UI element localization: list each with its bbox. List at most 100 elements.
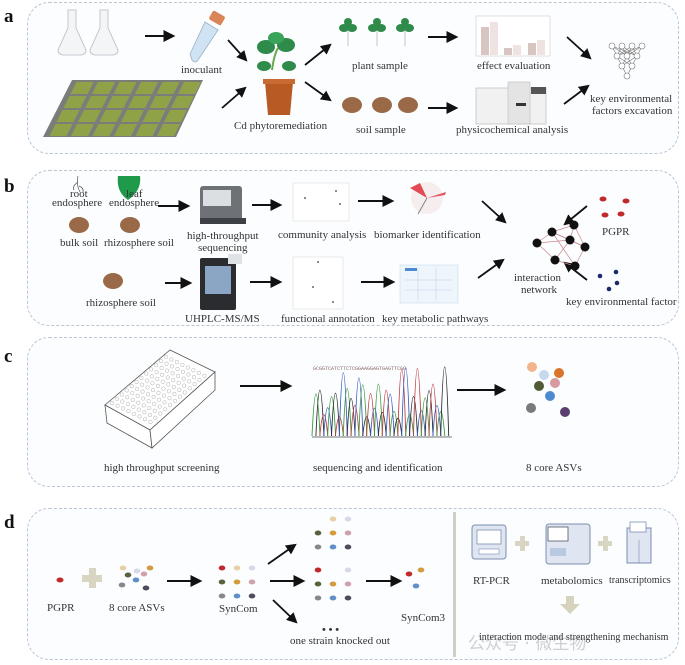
chromatogram-peak	[311, 393, 321, 437]
microplate-well	[176, 380, 181, 385]
chromatogram-peak	[354, 377, 364, 437]
panel-b	[27, 170, 679, 326]
seedling-leaf	[401, 18, 409, 26]
label-transcriptomics: transcriptomics	[609, 575, 671, 586]
neural-network-icon	[608, 42, 646, 80]
label-one-strain-knocked-out: one strain knocked out	[290, 635, 390, 647]
asv-dot	[118, 582, 126, 588]
asv-dot	[534, 381, 544, 391]
microplate-well	[153, 415, 158, 420]
microplate-well	[191, 375, 196, 380]
microplate-well	[109, 401, 114, 406]
chromatogram-peak	[377, 412, 387, 437]
microplate-well	[202, 373, 207, 378]
pgpr-dot	[56, 577, 64, 583]
field-plot	[121, 110, 144, 122]
chromatogram-peak	[401, 367, 411, 437]
microplate-well	[196, 371, 201, 376]
microplate-well	[152, 408, 157, 413]
microplate-well	[157, 404, 162, 409]
label-rt-pcr: RT-PCR	[473, 575, 510, 587]
microplate-well	[136, 407, 141, 412]
arrow	[477, 258, 505, 279]
nn-node	[623, 72, 631, 80]
chromatogram-peak	[393, 417, 403, 437]
syncom3-dot	[412, 583, 420, 589]
soil-icon	[69, 217, 140, 289]
microplate-well	[135, 386, 140, 391]
leaf-icon	[117, 176, 141, 200]
chromatogram-peak	[385, 394, 395, 437]
panel-b-label: b	[4, 176, 15, 197]
microplate-well	[142, 417, 147, 422]
label-syncom: SynCom	[219, 603, 258, 615]
field-plot	[135, 82, 158, 94]
microplate-well	[158, 411, 163, 416]
microplate-well	[135, 393, 140, 398]
flask-icon	[57, 9, 119, 56]
strain-dot	[329, 595, 337, 601]
label-8-core-asvs-d: 8 core ASVs	[109, 602, 165, 614]
chromatogram-peak	[432, 405, 442, 437]
nn-node	[613, 52, 621, 60]
nn-node	[628, 42, 636, 50]
field-plot	[157, 124, 180, 136]
syncom3-dot	[405, 571, 413, 577]
inoculant-tube-icon	[189, 10, 225, 63]
microplate-well	[182, 383, 187, 388]
microplate-well	[166, 389, 171, 394]
microplate-well	[119, 392, 124, 397]
microplate-well	[144, 371, 149, 376]
microplate-well	[177, 394, 182, 399]
network-node	[569, 220, 579, 230]
field-plot	[142, 110, 166, 122]
network-node	[532, 238, 542, 248]
label-functional-annotation: functional annotation	[281, 313, 375, 325]
field-plot	[92, 82, 115, 94]
nn-node	[638, 42, 646, 50]
label-rhizosphere-soil-bottom: rhizosphere soil	[86, 297, 156, 309]
asv-dot	[550, 378, 560, 388]
arrow	[267, 543, 297, 565]
microplate-well	[187, 379, 192, 384]
asv-dot	[124, 572, 132, 578]
microplate-well	[160, 372, 165, 377]
chromatogram-peak	[416, 410, 426, 437]
label-physicochemical-analysis: physicochemical analysis	[456, 124, 569, 136]
seedling-leaf	[368, 24, 378, 32]
field-plot	[156, 82, 180, 94]
field-plot	[63, 96, 87, 108]
field-plot	[78, 110, 101, 122]
microplate-well	[163, 407, 168, 412]
strain-dot	[344, 516, 352, 522]
asv-dot	[119, 565, 127, 571]
microplate-well	[145, 385, 150, 390]
microplate-well	[175, 367, 180, 372]
microplate-well	[130, 398, 135, 403]
field-plot	[70, 82, 94, 94]
microplate-well	[180, 362, 185, 367]
strain-dot	[218, 593, 226, 599]
asv-dot	[146, 565, 154, 571]
arrow	[272, 599, 298, 624]
label-rhizosphere-soil-top: rhizosphere soil	[104, 237, 174, 249]
pathway-map-icon	[399, 264, 459, 304]
microplate-well	[125, 402, 130, 407]
microplate-well	[146, 392, 151, 397]
network-node	[570, 261, 580, 271]
chromatogram-icon	[311, 366, 452, 438]
metabolomics-instrument-icon	[545, 523, 591, 565]
microplate-well	[177, 387, 182, 392]
field-plot	[99, 110, 123, 122]
arrow	[563, 261, 588, 281]
strain-dot	[344, 567, 352, 573]
arrow	[481, 200, 507, 224]
label-key-environmental: key environmental	[590, 93, 673, 105]
microplate-well	[163, 354, 168, 359]
sequence-text: GCGGTCATCTTCTCGGAAGGAGTGAGTTCGG	[313, 366, 406, 372]
label-pgpr-d: PGPR	[47, 602, 75, 614]
label-knockout-dots: • • •	[322, 624, 340, 636]
microplate-well	[171, 378, 176, 383]
plus-icon	[82, 536, 612, 588]
